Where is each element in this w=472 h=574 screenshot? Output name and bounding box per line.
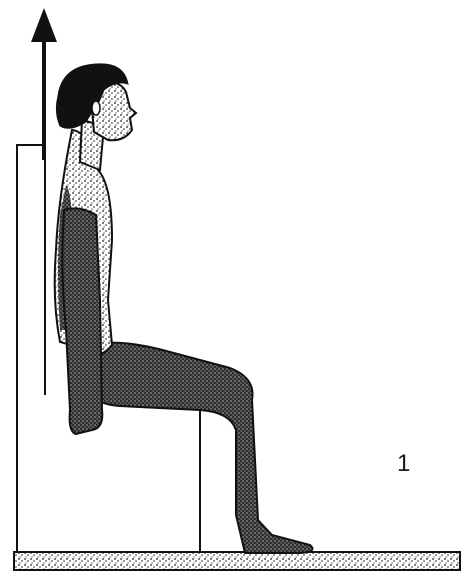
seated-person [55, 64, 313, 553]
floor-base [14, 552, 460, 570]
chair-backrest [17, 145, 45, 552]
arrow-up-icon [31, 8, 57, 160]
figure-number-label: 1 [397, 450, 410, 478]
person-ear [92, 101, 100, 115]
person-legs [84, 343, 312, 553]
person-arm [62, 208, 102, 434]
